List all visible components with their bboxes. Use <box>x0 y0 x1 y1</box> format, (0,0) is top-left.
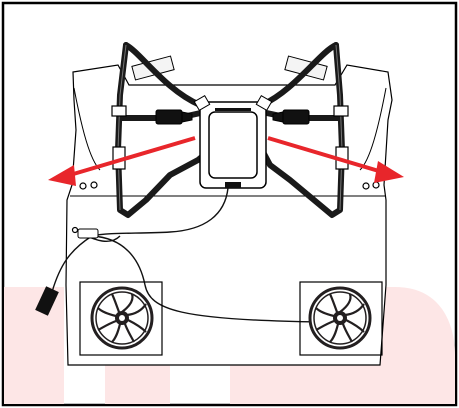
right-fan-pocket <box>299 281 383 356</box>
left-buckle <box>155 109 193 125</box>
battery-pack <box>193 94 273 189</box>
right-fan <box>308 286 372 350</box>
cable-connector <box>35 228 99 316</box>
right-buckle <box>272 109 310 125</box>
arrow-left <box>48 136 196 186</box>
left-fan <box>90 286 154 350</box>
power-cables <box>51 187 321 323</box>
left-fan-pocket <box>79 281 163 356</box>
arrow-right <box>267 136 404 183</box>
left-snaps <box>71 181 98 234</box>
strap-inner-lines <box>117 44 343 211</box>
